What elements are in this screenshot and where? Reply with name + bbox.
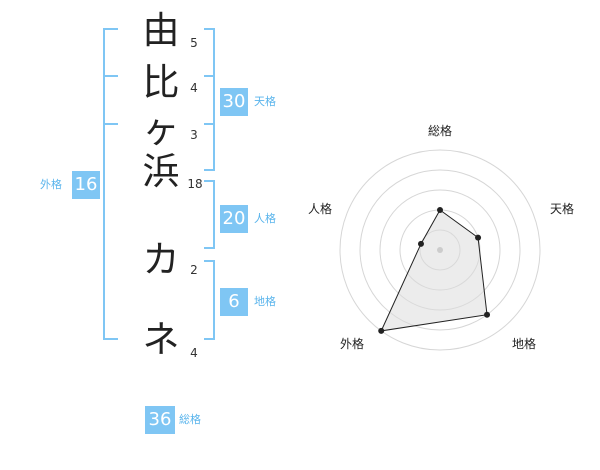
gaikaku-label: 外格	[40, 178, 62, 191]
soukaku-label: 総格	[179, 413, 201, 426]
radar-chart	[339, 149, 541, 351]
name-char-1: 由	[142, 9, 180, 52]
name-char-2: 比	[142, 61, 180, 104]
stroke-count-6: 4	[190, 346, 198, 360]
jinkaku-label: 人格	[254, 212, 276, 225]
gaikaku-value: 16	[72, 171, 100, 199]
soukaku-value: 36	[145, 406, 175, 434]
radar-data-polygon	[380, 209, 488, 332]
radar-point-3	[484, 311, 491, 318]
stroke-count-4: 18	[187, 177, 203, 191]
radar-center-dot	[437, 247, 443, 253]
name-char-6: ネ	[142, 318, 180, 361]
name-char-3: ヶ	[142, 108, 180, 151]
radar-point-1	[437, 207, 443, 213]
radar-label-soukaku: 総格	[428, 124, 453, 138]
radar-label-gaikaku: 外格	[340, 337, 365, 351]
stroke-count-2: 4	[190, 81, 198, 95]
radar-point-4	[378, 327, 385, 334]
stroke-count-1: 5	[190, 36, 198, 50]
radar-label-tenkaku: 天格	[550, 202, 575, 216]
stroke-count-3: 3	[190, 128, 198, 142]
name-char-4: 浜	[142, 150, 180, 193]
bracket-jinkaku	[204, 180, 215, 249]
bracket-chikaku	[204, 260, 215, 340]
stroke-count-5: 2	[190, 263, 198, 277]
radar-label-chikaku: 地格	[512, 337, 537, 351]
tenkaku-value: 30	[220, 88, 248, 116]
brackets	[103, 28, 215, 340]
jinkaku-value: 20	[220, 205, 248, 233]
chikaku-label: 地格	[254, 295, 276, 308]
bracket-tenkaku	[204, 28, 215, 171]
chikaku-value: 6	[220, 288, 248, 316]
radar-label-jinkaku: 人格	[308, 202, 333, 216]
name-char-5: カ	[142, 238, 180, 281]
radar-point-5	[417, 240, 424, 247]
tenkaku-label: 天格	[254, 95, 276, 108]
radar-point-2	[475, 234, 482, 241]
bracket-outer	[103, 28, 118, 340]
